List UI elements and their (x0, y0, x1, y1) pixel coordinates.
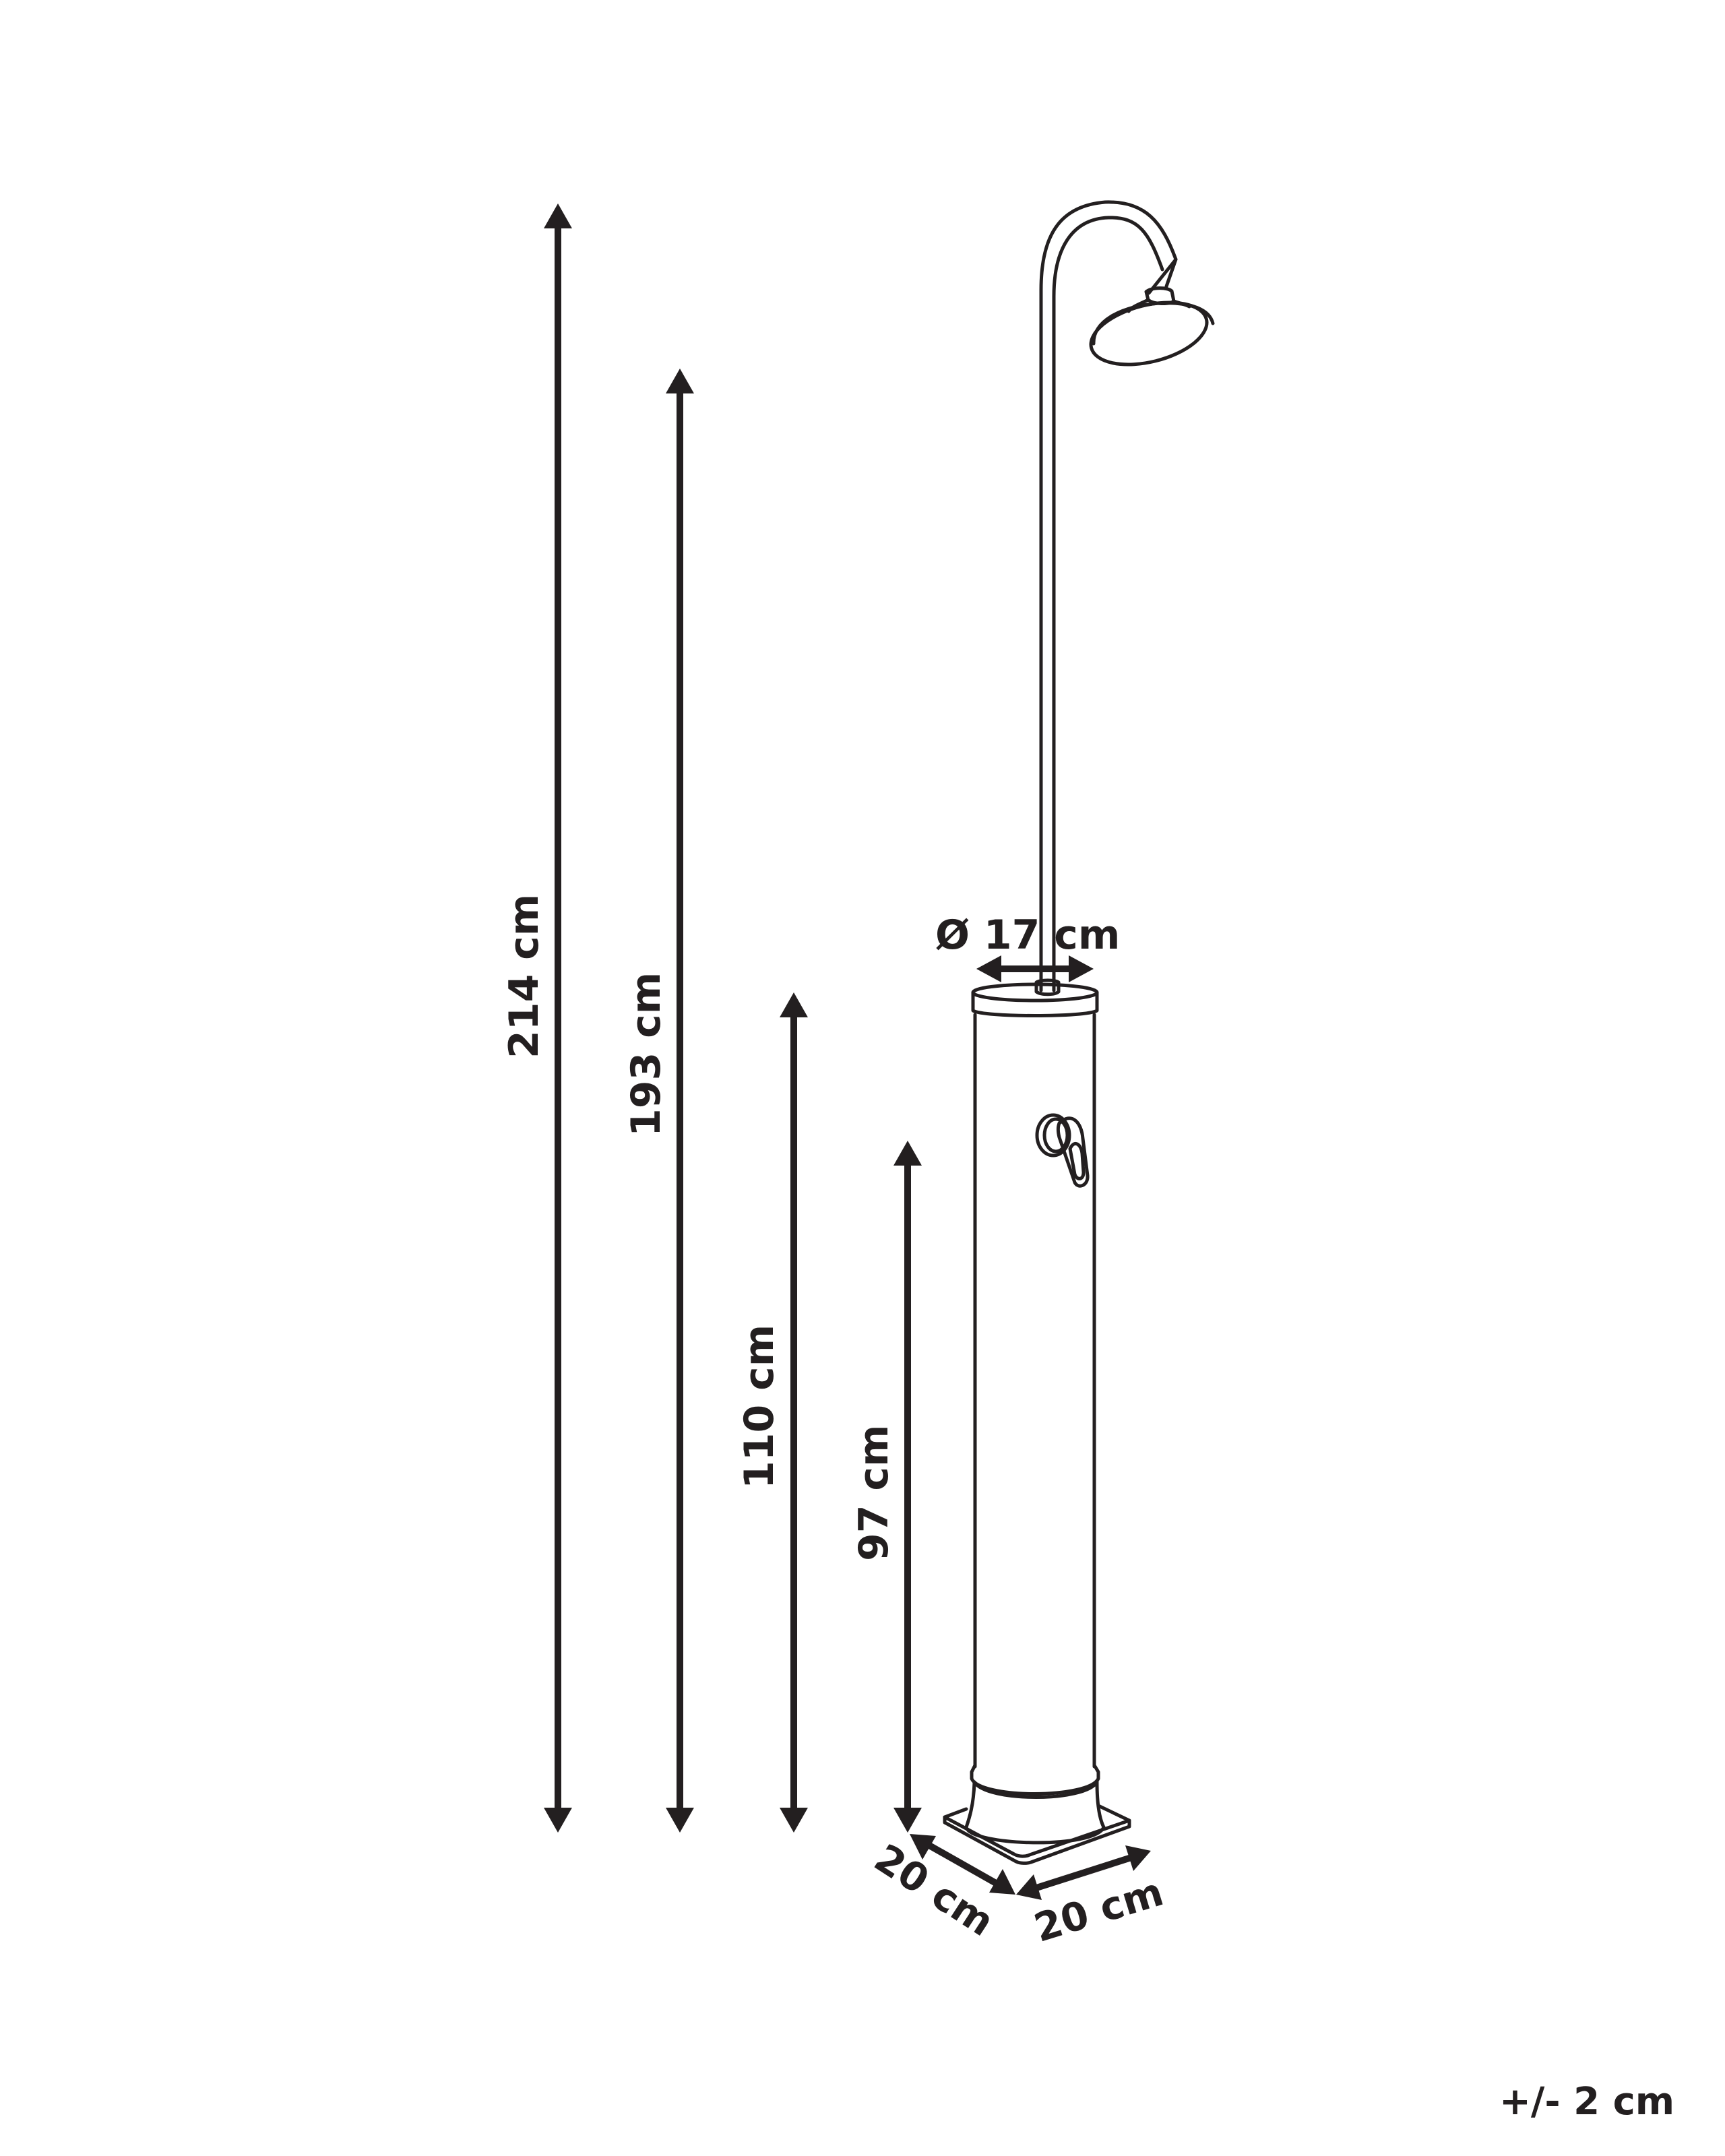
tolerance-note: +/- 2 cm (1499, 2080, 1675, 2124)
dimension-arrow-193 (666, 369, 694, 1833)
shower-head-height-label: 193 cm (623, 972, 670, 1137)
dimension-arrow-110 (780, 992, 808, 1833)
base-plate (943, 1804, 1131, 1865)
total-height-label: 214 cm (501, 893, 548, 1058)
dimension-arrow-depth (910, 1834, 1015, 1895)
dimension-arrow-97 (893, 1141, 922, 1833)
tank-column (973, 1013, 1096, 1769)
tank-height-label: 110 cm (736, 1324, 783, 1489)
dimension-arrow-diameter (976, 955, 1094, 982)
valve-height-label: 97 cm (850, 1424, 898, 1561)
pipe-connector (1034, 978, 1061, 996)
dimension-arrow-214 (544, 203, 572, 1833)
dimension-arrow-width (1016, 1845, 1151, 1900)
mixer-valve-icon (1035, 1113, 1090, 1188)
tank-cap (971, 982, 1099, 1017)
shower-head-icon (1089, 286, 1215, 367)
base-collar (964, 1763, 1106, 1845)
riser-pipe (1039, 200, 1178, 992)
tank-diameter-label: Ø 17 cm (935, 912, 1121, 959)
